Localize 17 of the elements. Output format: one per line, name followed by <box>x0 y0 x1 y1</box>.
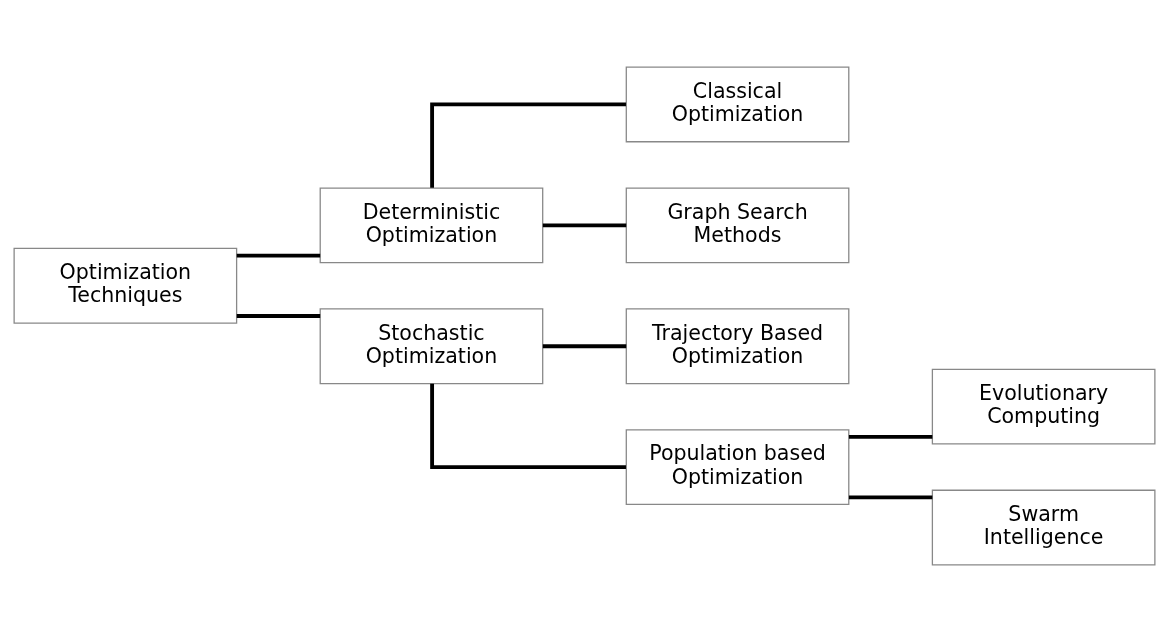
connector <box>236 314 321 318</box>
connector <box>542 223 627 228</box>
node-box: Optimization Techniques <box>13 247 238 324</box>
node-box: Deterministic Optimization <box>319 187 544 264</box>
node-box: Swarm Intelligence <box>931 489 1156 566</box>
connector <box>542 344 627 349</box>
node-box: Trajectory Based Optimization <box>625 308 850 385</box>
connector <box>430 383 626 470</box>
connector <box>236 253 321 258</box>
connector <box>848 495 933 500</box>
connector <box>430 102 626 188</box>
node-box: Evolutionary Computing <box>931 368 1156 445</box>
connector <box>848 434 933 439</box>
node-box: Graph Search Methods <box>625 187 850 264</box>
node-box: Stochastic Optimization <box>319 308 544 385</box>
node-box: Classical Optimization <box>625 66 850 143</box>
node-box: Population based Optimization <box>625 429 850 506</box>
